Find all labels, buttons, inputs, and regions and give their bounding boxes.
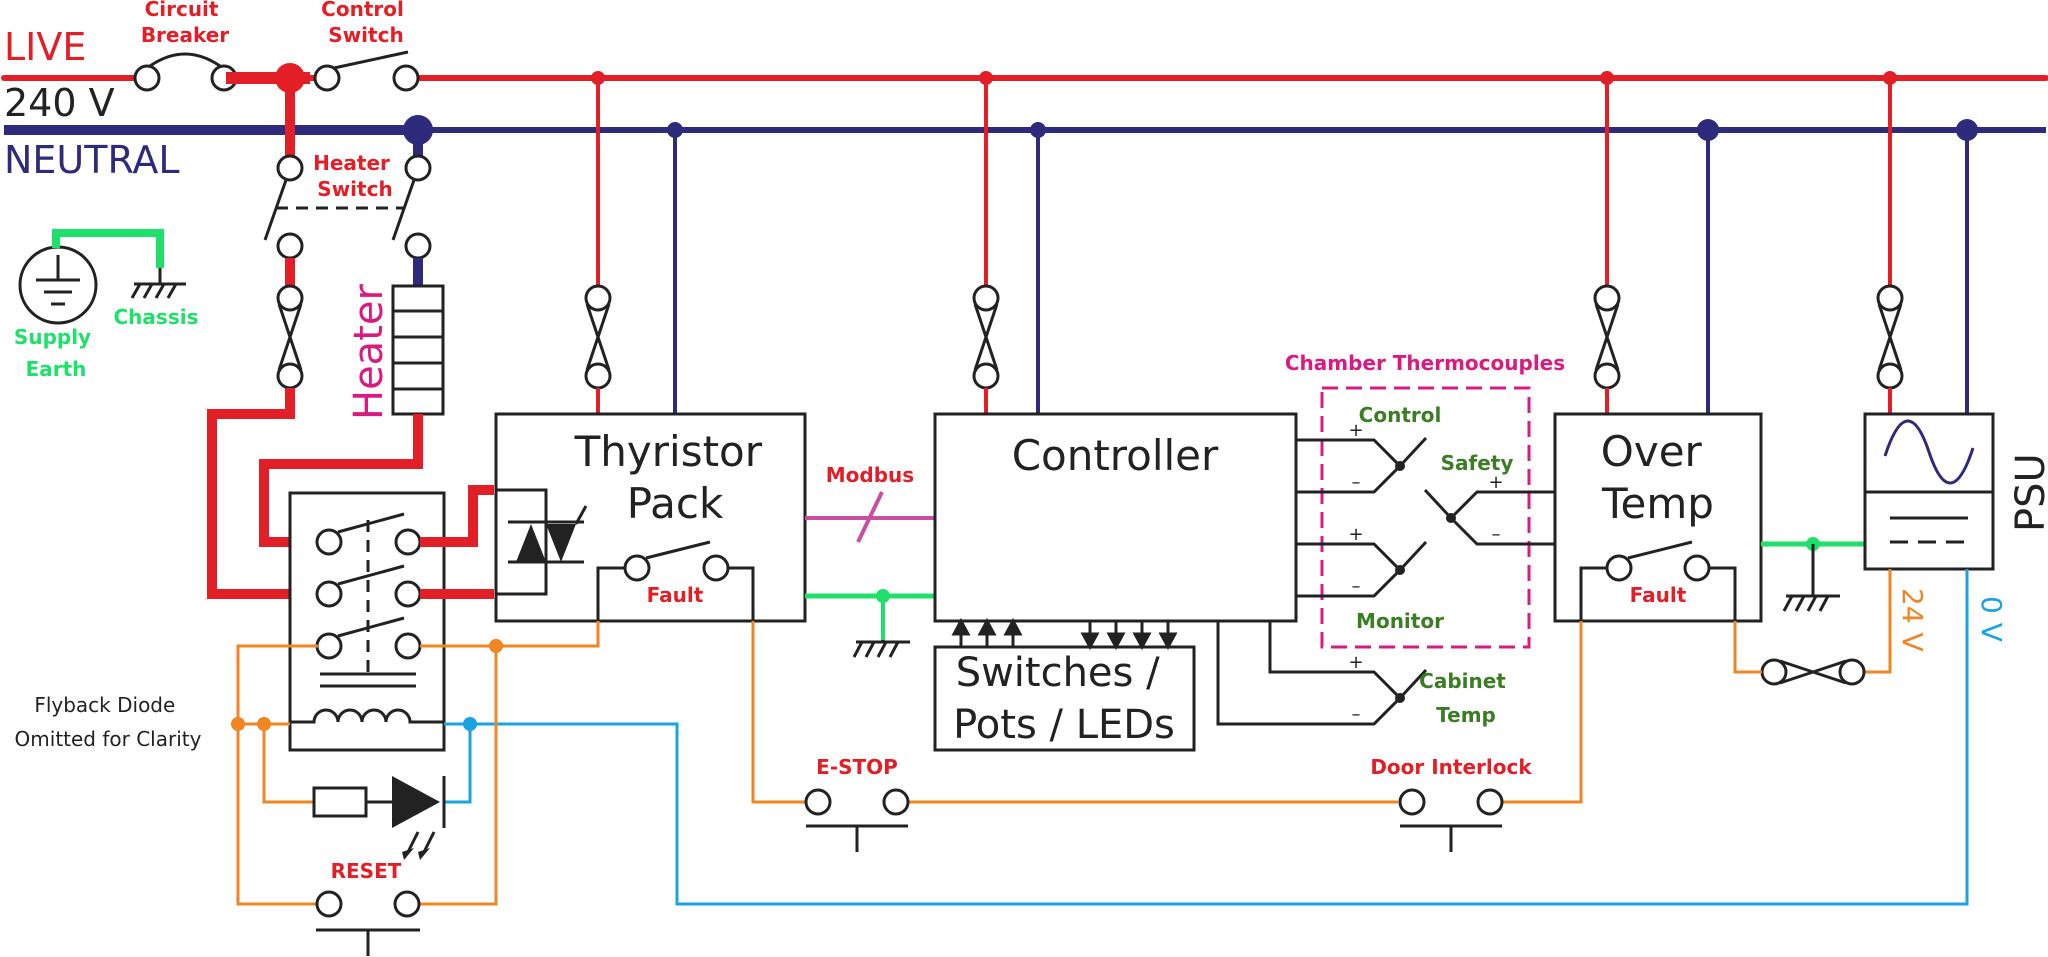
- estop-label: E-STOP: [816, 755, 898, 779]
- thyristor-fuse: [584, 284, 612, 390]
- reset-button: [315, 890, 421, 956]
- switches-pots-leds-box: [933, 645, 1196, 752]
- ground-icon: [852, 640, 910, 658]
- tc-cabinet-label: Cabinet Temp: [1419, 669, 1513, 727]
- thyristor-pack: [494, 412, 807, 623]
- ac-wave-icon: [1883, 419, 1975, 485]
- heater-fuse: [276, 284, 304, 390]
- over-temp-title: Over Temp: [1601, 427, 1715, 528]
- circuit-breaker-label: Circuit Breaker: [141, 0, 229, 47]
- heater-element: [391, 284, 445, 416]
- psu-box: [1863, 412, 1995, 571]
- svg-text:–: –: [1492, 524, 1501, 545]
- door-interlock: [1398, 788, 1504, 852]
- svg-text:+: +: [1348, 420, 1363, 441]
- estop-button: [804, 788, 910, 852]
- heater-switch-label: Heater Switch: [313, 151, 397, 201]
- switches-pots-leds-label: Switches / Pots / LEDs: [953, 650, 1175, 748]
- controller-box: [933, 412, 1298, 623]
- chassis-label: Chassis: [114, 305, 199, 329]
- neutral-label: NEUTRAL: [4, 138, 180, 182]
- supply-earth-label: Supply Earth: [14, 325, 98, 381]
- flyback-note: Flyback Diode Omitted for Clarity: [15, 693, 202, 751]
- tc-monitor: [1296, 540, 1428, 598]
- over-temp-fault-label: Fault: [1630, 583, 1687, 607]
- svg-text:+: +: [1348, 652, 1363, 673]
- thyristor-fault-label: Fault: [647, 583, 704, 607]
- circuit-breaker: [133, 52, 238, 92]
- control-switch-label: Control Switch: [321, 0, 411, 47]
- chamber-thermocouples-box: [1320, 386, 1531, 649]
- reset-label: RESET: [331, 859, 402, 883]
- tc-control-label: Control: [1359, 403, 1442, 427]
- tc-monitor-label: Monitor: [1356, 609, 1444, 633]
- psu-fuse: [1876, 284, 1904, 390]
- contactor: [288, 491, 446, 752]
- tc-safety-label: Safety: [1441, 451, 1514, 475]
- heater-label: Heater: [346, 284, 392, 420]
- svg-text:+: +: [1348, 524, 1363, 545]
- psu-label: PSU: [2008, 453, 2048, 532]
- dc-fuse: [1760, 658, 1866, 686]
- chamber-thermocouples-label: Chamber Thermocouples: [1285, 351, 1565, 375]
- v24-label: 24 V: [1896, 588, 1929, 652]
- door-interlock-label: Door Interlock: [1370, 755, 1532, 779]
- io-arrows: [951, 617, 1178, 651]
- tc-safety: [1423, 488, 1555, 546]
- v0-label: 0 V: [1975, 596, 2008, 642]
- indicator-led: [312, 776, 446, 860]
- over-temp-fuse: [1593, 284, 1621, 390]
- svg-text:–: –: [1352, 576, 1361, 597]
- chassis-ground-icon: [130, 268, 186, 299]
- thyristor-pack-title: Thyristor Pack: [574, 427, 776, 528]
- live-label: LIVE: [4, 25, 86, 69]
- over-temp-box: [1553, 412, 1763, 623]
- control-switch: [313, 50, 420, 92]
- svg-text:+: +: [1488, 472, 1503, 493]
- svg-text:–: –: [1352, 472, 1361, 493]
- tc-control: [1296, 436, 1428, 494]
- controller-title: Controller: [1012, 431, 1219, 480]
- modbus-label: Modbus: [826, 463, 914, 487]
- heater-switch: [263, 78, 432, 260]
- supply-earth-icon: [18, 245, 98, 325]
- controller-fuse: [972, 284, 1000, 390]
- tc-cabinet: [1216, 621, 1428, 726]
- voltage-label: 240 V: [4, 81, 115, 125]
- svg-text:–: –: [1352, 704, 1361, 725]
- psu-ground-icon: [1782, 594, 1840, 612]
